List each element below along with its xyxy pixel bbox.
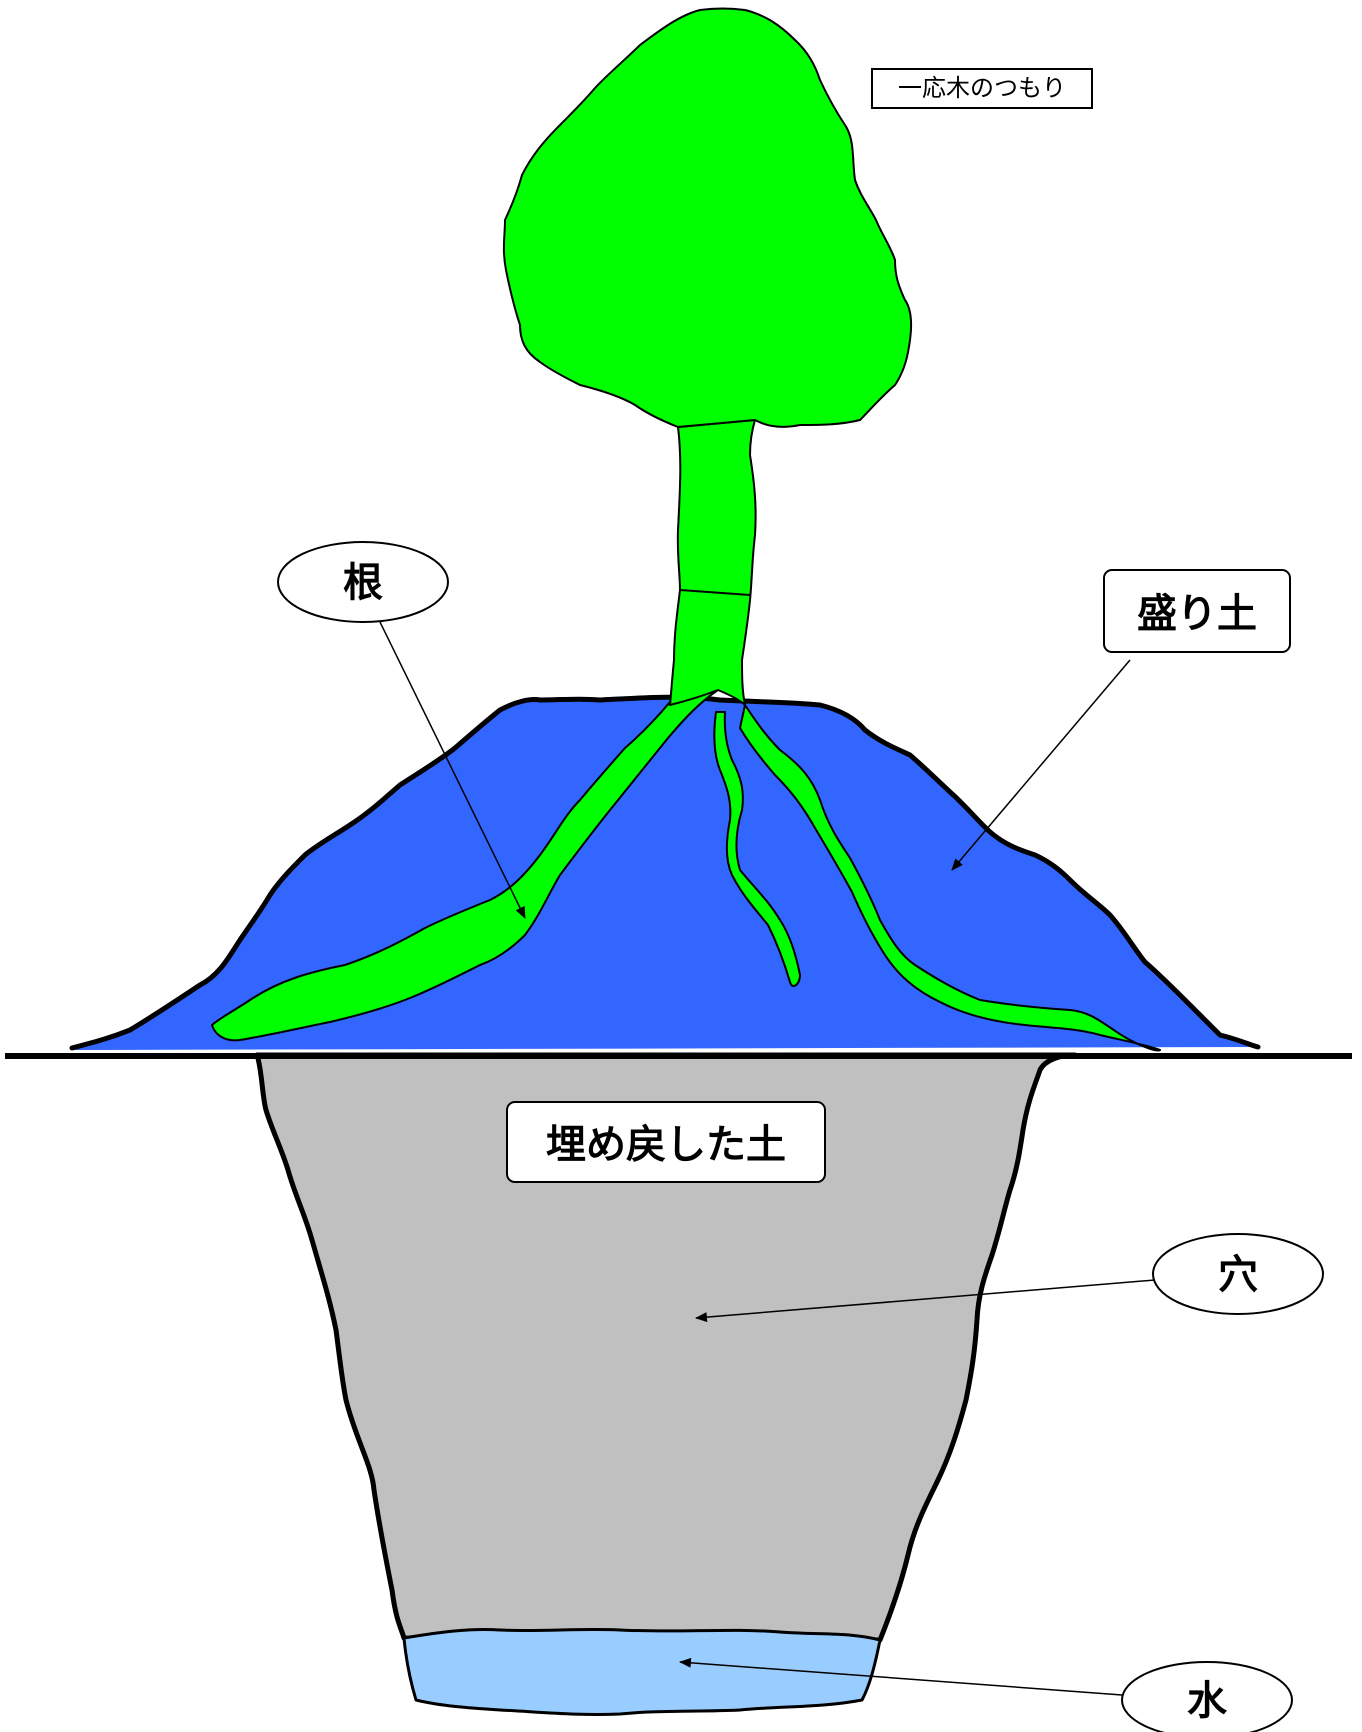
root-left xyxy=(211,679,719,1042)
root-right xyxy=(739,704,1161,1052)
mound-arrow xyxy=(951,659,1131,871)
backfill-callout: 埋め戻した土 xyxy=(506,1101,826,1183)
water-label: 水 xyxy=(1187,1678,1228,1724)
root-arrow xyxy=(379,621,526,919)
tree-note-label: 一応木のつもり xyxy=(898,74,1066,102)
backfill-label: 埋め戻した土 xyxy=(546,1122,786,1168)
soil-mound-area xyxy=(72,697,1258,1050)
tree-note-box: 一応木のつもり xyxy=(871,68,1093,109)
tree-canopy xyxy=(502,7,913,428)
root-label: 根 xyxy=(343,560,383,606)
root-middle xyxy=(713,711,801,987)
soil-mound-outline xyxy=(69,694,1261,1051)
water-arrow xyxy=(679,1657,1123,1696)
hole-callout: 穴 xyxy=(695,1233,1324,1323)
mound-callout: 盛り土 xyxy=(951,569,1291,871)
hole-arrow xyxy=(695,1279,1156,1323)
mound-label: 盛り土 xyxy=(1137,591,1257,637)
water-area xyxy=(402,1627,882,1717)
water-callout: 水 xyxy=(679,1657,1293,1732)
trunk-graft-line xyxy=(679,589,751,596)
roots xyxy=(211,679,1161,1052)
tree-trunk xyxy=(669,419,757,706)
backfill-soil-area xyxy=(254,1052,1078,1643)
hole-label: 穴 xyxy=(1218,1252,1258,1298)
root-callout: 根 xyxy=(277,541,526,919)
